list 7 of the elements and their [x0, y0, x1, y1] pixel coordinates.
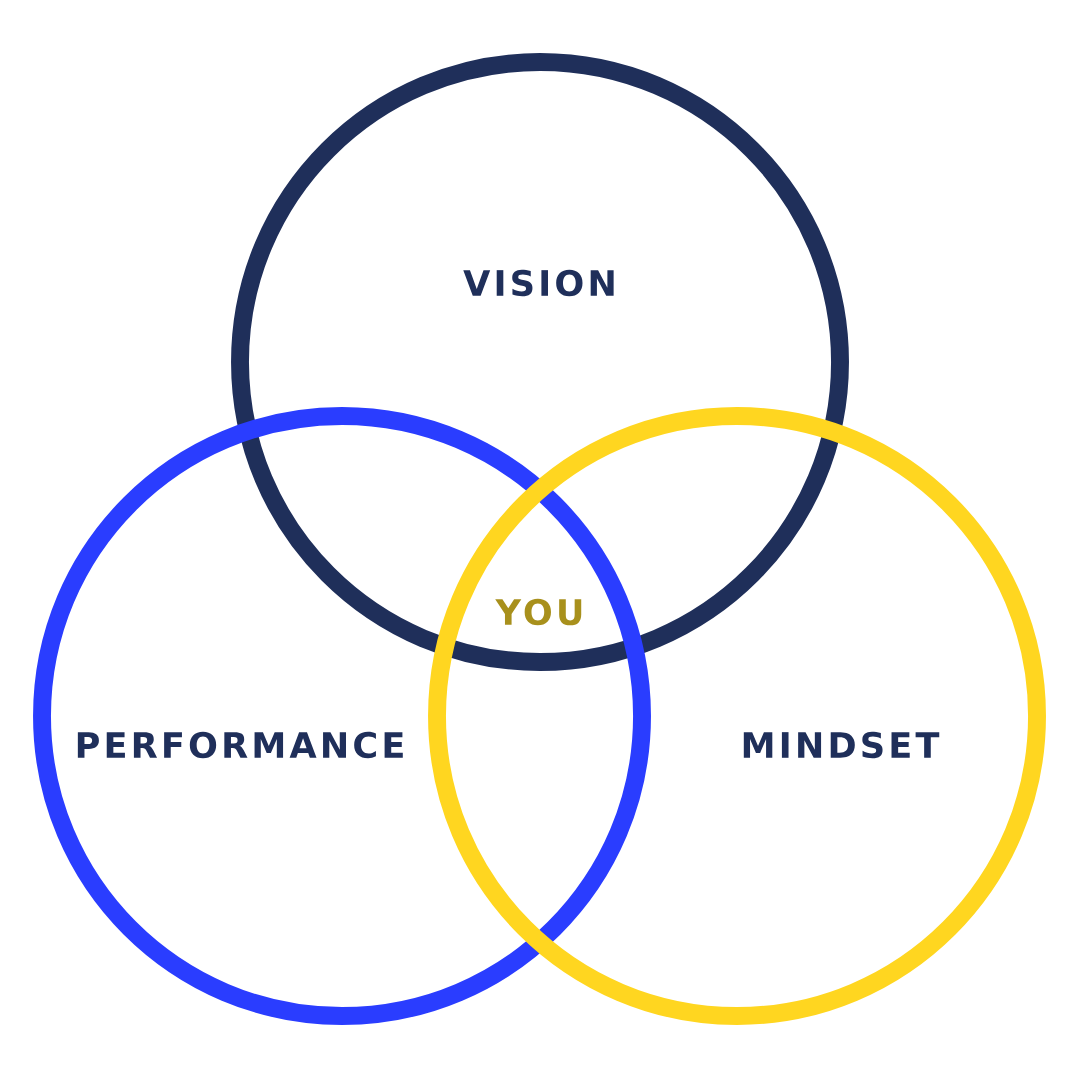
venn-circle [33, 407, 651, 1025]
center-label: YOU [495, 598, 582, 626]
circle-label: VISION [463, 269, 614, 297]
venn-circle [428, 407, 1046, 1025]
venn-circle [231, 53, 849, 671]
circle-label: MINDSET [743, 731, 940, 759]
circle-label: PERFORMANCE [77, 731, 403, 759]
